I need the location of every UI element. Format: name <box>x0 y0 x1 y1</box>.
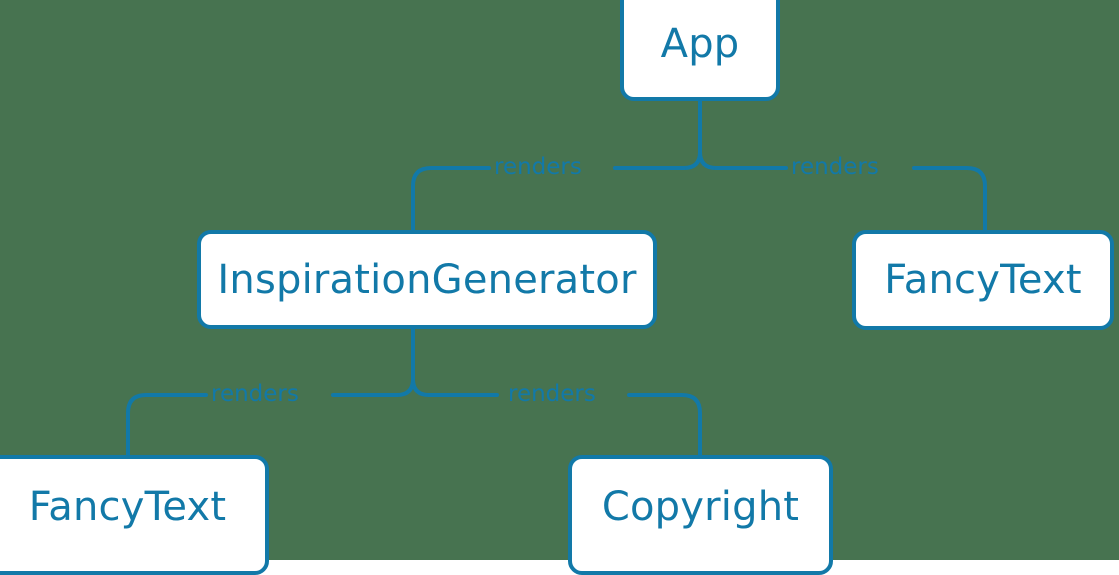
edge-layer <box>126 99 987 458</box>
node-fancytext-bottom-label: FancyText <box>28 484 227 530</box>
edge-label-app-to-inspirationgenerator: renders <box>494 154 582 180</box>
edge-label-inspirationgenerator-to-fancytext-bottom: renders <box>211 381 299 407</box>
edge-app-to-fancytext-right-tail <box>912 166 987 233</box>
edge-inspirationgenerator-stem-right <box>411 326 431 397</box>
node-inspirationgenerator[interactable]: InspirationGenerator <box>197 230 657 329</box>
edge-inspirationgenerator-to-fancytext-bottom-tail <box>126 393 208 458</box>
node-fancytext-right-label: FancyText <box>884 257 1082 303</box>
edge-app-to-inspirationgenerator-tail <box>411 166 491 233</box>
edge-app-stem <box>682 99 702 170</box>
node-inspirationgenerator-label: InspirationGenerator <box>217 256 637 303</box>
edge-label-app-to-fancytext-right: renders <box>791 154 879 180</box>
edge-inspirationgenerator-stem <box>395 326 415 397</box>
node-app[interactable]: App <box>620 0 780 101</box>
node-app-label: App <box>660 20 740 67</box>
node-copyright[interactable]: Copyright <box>568 455 833 575</box>
edge-label-inspirationgenerator-to-copyright: renders <box>508 381 596 407</box>
edge-inspirationgenerator-to-copyright-tail <box>627 393 702 458</box>
node-copyright-label: Copyright <box>601 484 800 530</box>
edge-app-stem-right <box>698 99 718 170</box>
node-fancytext-bottom[interactable]: FancyText <box>0 455 269 575</box>
node-fancytext-right[interactable]: FancyText <box>852 230 1114 330</box>
